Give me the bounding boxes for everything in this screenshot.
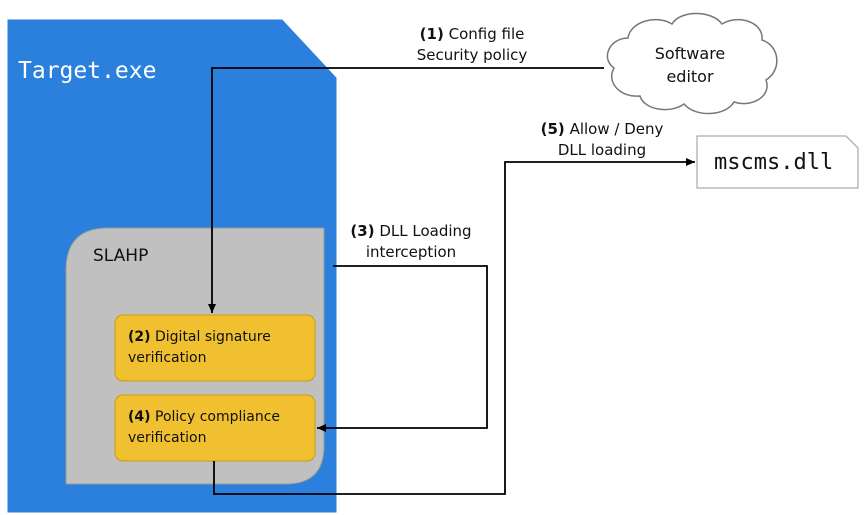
step2-box — [114, 314, 316, 382]
edge1-line2: Security policy — [416, 46, 528, 64]
target-exe-title: Target.exe — [18, 58, 157, 84]
edge1-number: (1) — [419, 25, 444, 43]
cloud-line1: Software — [654, 44, 726, 63]
edge5-label: (5) Allow / Deny DLL loading — [522, 119, 682, 161]
edge1-label: (1) Config file Security policy — [392, 24, 552, 66]
slahp-title: SLAHP — [93, 246, 149, 266]
edge3-number: (3) — [350, 222, 375, 240]
edge3-arrow — [317, 265, 488, 432]
step4-number: (4) — [128, 409, 151, 425]
edge1-arrow — [208, 67, 604, 313]
edge5-line2: DLL loading — [557, 141, 647, 159]
step4-line2: verification — [128, 430, 207, 446]
edge5-number: (5) — [540, 120, 565, 138]
cloud-line2: editor — [666, 67, 714, 86]
software-editor-label: Software editor — [620, 42, 760, 88]
dll-file-shape — [696, 135, 859, 189]
step4-box — [114, 394, 316, 462]
edge1-line1: Config file — [448, 25, 525, 43]
edge5-arrow — [213, 158, 695, 495]
step4-line1: Policy compliance — [155, 409, 281, 425]
step2-label: (2) Digital signature verification — [128, 327, 271, 369]
step2-line2: verification — [128, 350, 207, 366]
edge3-line1: DLL Loading — [379, 222, 472, 240]
software-editor-cloud — [606, 12, 778, 115]
edge3-line2: interception — [365, 243, 457, 261]
step2-line1: Digital signature — [155, 329, 271, 345]
edge5-line1: Allow / Deny — [569, 120, 664, 138]
step4-label: (4) Policy compliance verification — [128, 407, 280, 449]
step2-number: (2) — [128, 329, 151, 345]
edge3-label: (3) DLL Loading interception — [338, 221, 484, 263]
dll-name: mscms.dll — [714, 150, 834, 175]
